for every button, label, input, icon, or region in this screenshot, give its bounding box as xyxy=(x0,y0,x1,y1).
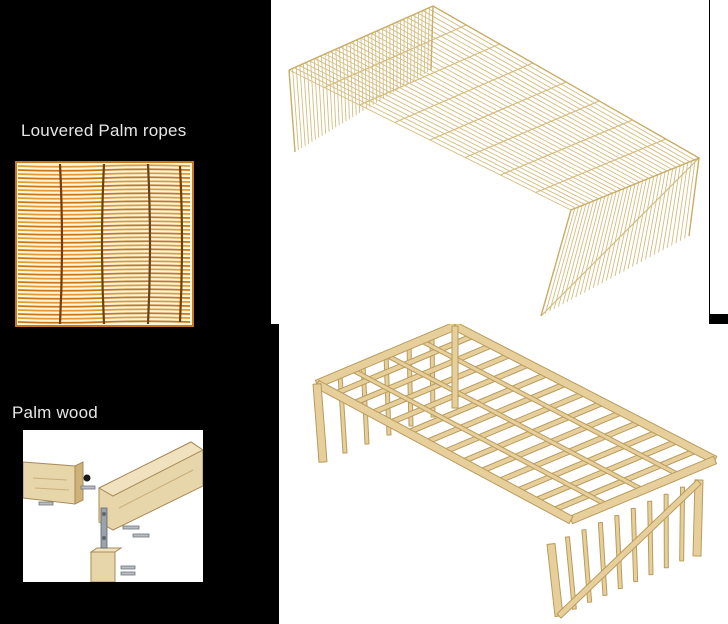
canopy-wire-lines xyxy=(288,5,700,317)
palm-wood-label: Palm wood xyxy=(12,403,98,422)
canopy-frame-edges xyxy=(288,5,701,317)
louvered-canopy-render xyxy=(271,0,709,324)
joint-detail-icon xyxy=(23,441,203,582)
palm-wood-joint-image xyxy=(23,430,203,582)
palm-wood-frame-render xyxy=(279,324,728,624)
right-white-strip xyxy=(710,0,728,314)
frame-structure-icon xyxy=(312,324,718,619)
rope-verticals xyxy=(58,163,184,325)
palm-rope-swatch-image xyxy=(14,160,195,328)
rope-swatch-icon xyxy=(15,161,194,327)
canopy-wireframe-icon xyxy=(288,5,701,317)
louvered-palm-ropes-label: Louvered Palm ropes xyxy=(21,121,187,140)
frame-beams xyxy=(312,324,718,619)
